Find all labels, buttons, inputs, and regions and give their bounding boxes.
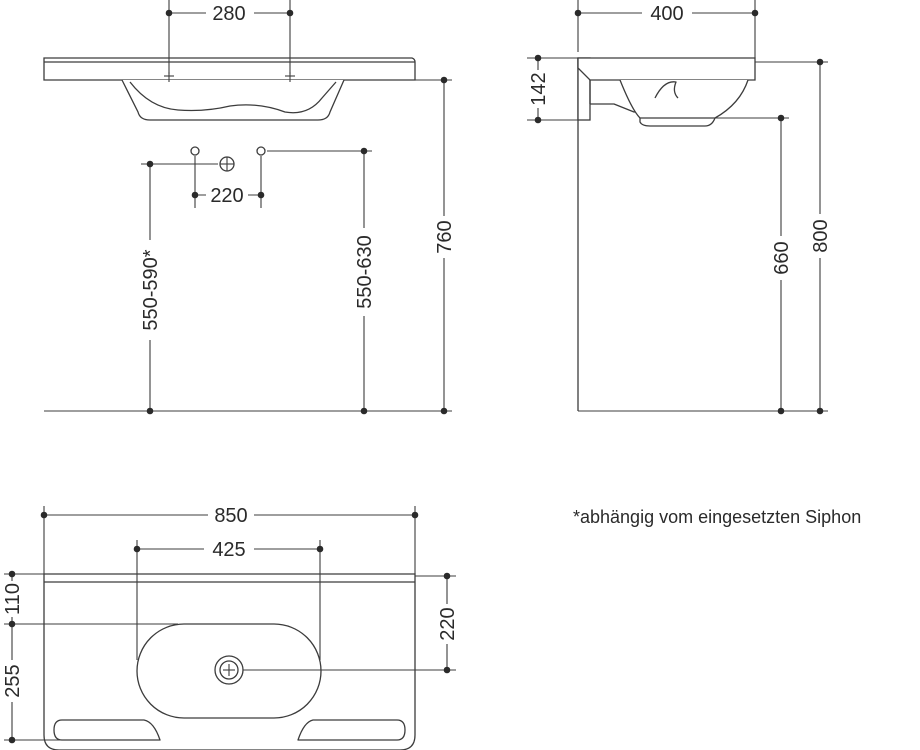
water-connection-icon (190, 146, 200, 156)
dim-outlet-spacing: 220 (210, 185, 243, 207)
dim-plan-width: 850 (214, 505, 247, 527)
dim-side-depth: 400 (650, 3, 683, 25)
plan-basin-bowl (136, 623, 322, 719)
dim-plan-bowl-width: 425 (212, 539, 245, 561)
dim-plan-drain-depth: 220 (437, 607, 459, 640)
dim-side-thickness: 142 (528, 72, 550, 105)
dim-plan-front-edge: 110 (2, 583, 24, 615)
drain-outlet-icon (219, 156, 235, 172)
water-connection-icon (256, 146, 266, 156)
dim-side-total-height: 800 (810, 219, 832, 252)
dim-plan-bowl-depth: 255 (2, 664, 24, 697)
dim-supply-height: 550-630 (354, 235, 376, 308)
dim-front-tap-spacing: 280 (212, 3, 245, 25)
plan-basin-outline (43, 573, 416, 750)
side-basin-slab (577, 57, 756, 81)
dim-rim-height: 760 (434, 220, 456, 253)
side-basin-bowl (619, 79, 749, 119)
plan-view: 850 425 110 255 220 (0, 504, 459, 750)
front-view: 280 220 550-590* 550-630 (43, 0, 456, 415)
dim-siphon-height: 550-590* (140, 249, 162, 330)
right-grip-slot (297, 719, 406, 741)
front-basin-bowl (121, 79, 345, 121)
side-view: 400 142 660 800 (526, 0, 832, 415)
left-grip-slot (53, 719, 161, 741)
dim-side-under-height: 660 (771, 241, 793, 274)
footnote: *abhängig vom eingesetzten Siphon (573, 507, 861, 527)
front-basin-slab (43, 57, 416, 81)
